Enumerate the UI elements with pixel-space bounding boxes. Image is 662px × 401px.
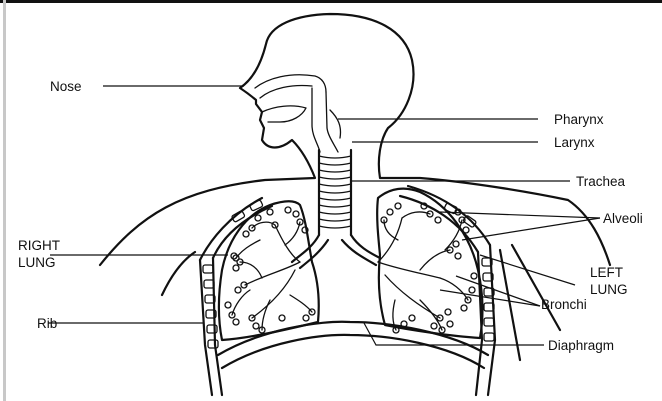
label-right-lung-line2: LUNG bbox=[18, 255, 56, 270]
label-bronchi: Bronchi bbox=[541, 297, 587, 312]
left-arm-line bbox=[162, 252, 195, 295]
label-trachea: Trachea bbox=[576, 174, 626, 189]
pharynx-wall-back bbox=[326, 92, 338, 152]
rib-cage-right-wall bbox=[476, 245, 495, 395]
rib-cage-right bbox=[400, 186, 490, 252]
label-nose: Nose bbox=[50, 79, 82, 94]
label-rib: Rib bbox=[37, 316, 57, 331]
diaphragm-muscle-lower bbox=[222, 335, 484, 368]
leader-left-lung bbox=[480, 255, 575, 285]
left-lung-alveoli bbox=[381, 203, 477, 333]
right-main-bronchus bbox=[342, 235, 380, 265]
rib-cage-left-wall bbox=[200, 258, 222, 395]
pharynx-wall bbox=[312, 88, 320, 152]
ribs-right bbox=[444, 203, 494, 341]
left-lung-bronchioles bbox=[378, 212, 468, 330]
label-right-lung-line1: RIGHT bbox=[18, 238, 60, 253]
right-lung-bronchioles bbox=[232, 222, 312, 330]
label-pharynx: Pharynx bbox=[554, 112, 604, 127]
label-alveoli: Alveoli bbox=[603, 211, 643, 226]
label-larynx: Larynx bbox=[554, 135, 595, 150]
nasal-cavity bbox=[255, 75, 326, 92]
head-body-outline bbox=[100, 14, 610, 265]
ribs-left bbox=[203, 200, 263, 348]
label-left-lung-line1: LEFT bbox=[590, 265, 623, 280]
trachea-tube bbox=[319, 150, 351, 235]
nasal-cavity-inner bbox=[260, 86, 312, 99]
right-arm-line bbox=[512, 245, 560, 330]
epiglottis bbox=[330, 110, 341, 138]
label-diaphragm: Diaphragm bbox=[548, 338, 614, 353]
leader-alveoli-2 bbox=[462, 218, 600, 240]
label-left-lung-line2: LUNG bbox=[590, 282, 628, 297]
mouth-cavity bbox=[262, 106, 306, 122]
